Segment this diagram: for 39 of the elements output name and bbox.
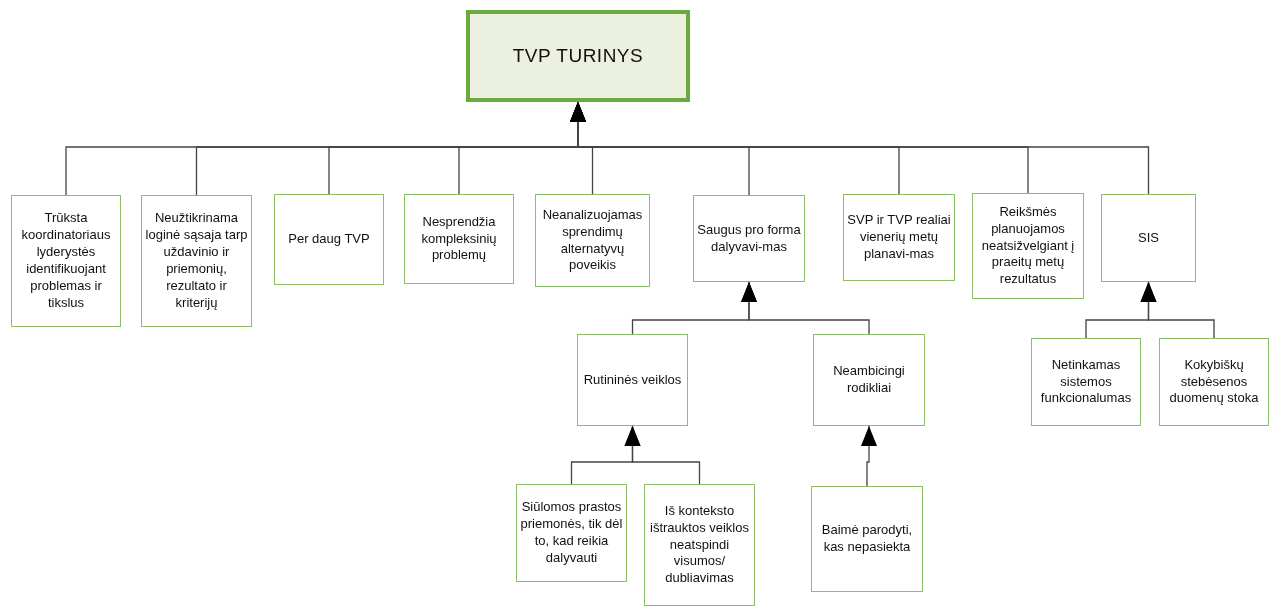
cause-box <box>516 484 627 582</box>
cause-box <box>577 334 688 426</box>
node-text: Baimė parodyti, kas nepasiekta <box>820 522 914 556</box>
node-text: Reikšmės planuojamos neatsižvelgiant į praeitų metų rezultatus <box>980 203 1076 289</box>
title-box <box>466 10 690 102</box>
arrow <box>741 281 870 335</box>
node-text: Iš konteksto ištrauktos veiklos neatspindi visumos/ dubliavimas <box>649 502 750 588</box>
arrow <box>1140 281 1215 339</box>
node-text: Rutininės veiklos <box>583 371 682 389</box>
cause-box <box>404 194 514 284</box>
cause-box <box>1101 194 1196 282</box>
cause-box <box>141 195 252 327</box>
node-text: Neužtikrinama loginė sąsaja tarp uždavinio ir priemonių, rezultato ir kriterijų <box>145 210 248 312</box>
cause-box <box>1159 338 1269 426</box>
cause-box <box>972 193 1084 299</box>
cause-box <box>693 195 805 282</box>
cause-box <box>1031 338 1141 426</box>
arrow <box>861 425 877 487</box>
node-text: Siūlomos prastos priemonės, tik dėl to, kad reikia dalyvauti <box>520 499 623 567</box>
cause-box <box>644 484 755 606</box>
node-text: SIS <box>1138 229 1159 247</box>
node-text: Saugus pro forma dalyvavi-mas <box>697 221 801 256</box>
node-text: SVP ir TVP realiai vienerių metų planavi-mas <box>847 212 951 263</box>
cause-box <box>843 194 955 281</box>
node-text: Trūksta koordinatoriaus lyderystės identifikuojant problemas ir tikslus <box>20 210 112 312</box>
node-text: Nesprendžia kompleksinių problemų <box>420 213 498 265</box>
node-text: Neambicingi rodikliai <box>832 363 906 397</box>
cause-box <box>811 486 923 592</box>
arrow <box>624 425 701 485</box>
cause-box <box>274 194 384 285</box>
cause-box <box>813 334 925 426</box>
node-text: Neanalizuojamas sprendimų alternatyvų poveikis <box>541 206 644 275</box>
arrow <box>570 101 1150 195</box>
cause-box <box>11 195 121 327</box>
node-text: Netinkamas sistemos funkcionalumas <box>1039 356 1133 408</box>
node-text: Per daug TVP <box>288 231 370 248</box>
node-text: Kokybiškų stebėsenos duomenų stoka <box>1168 356 1260 408</box>
cause-box <box>535 194 650 287</box>
node-text: TVP TURINYS <box>512 43 644 68</box>
